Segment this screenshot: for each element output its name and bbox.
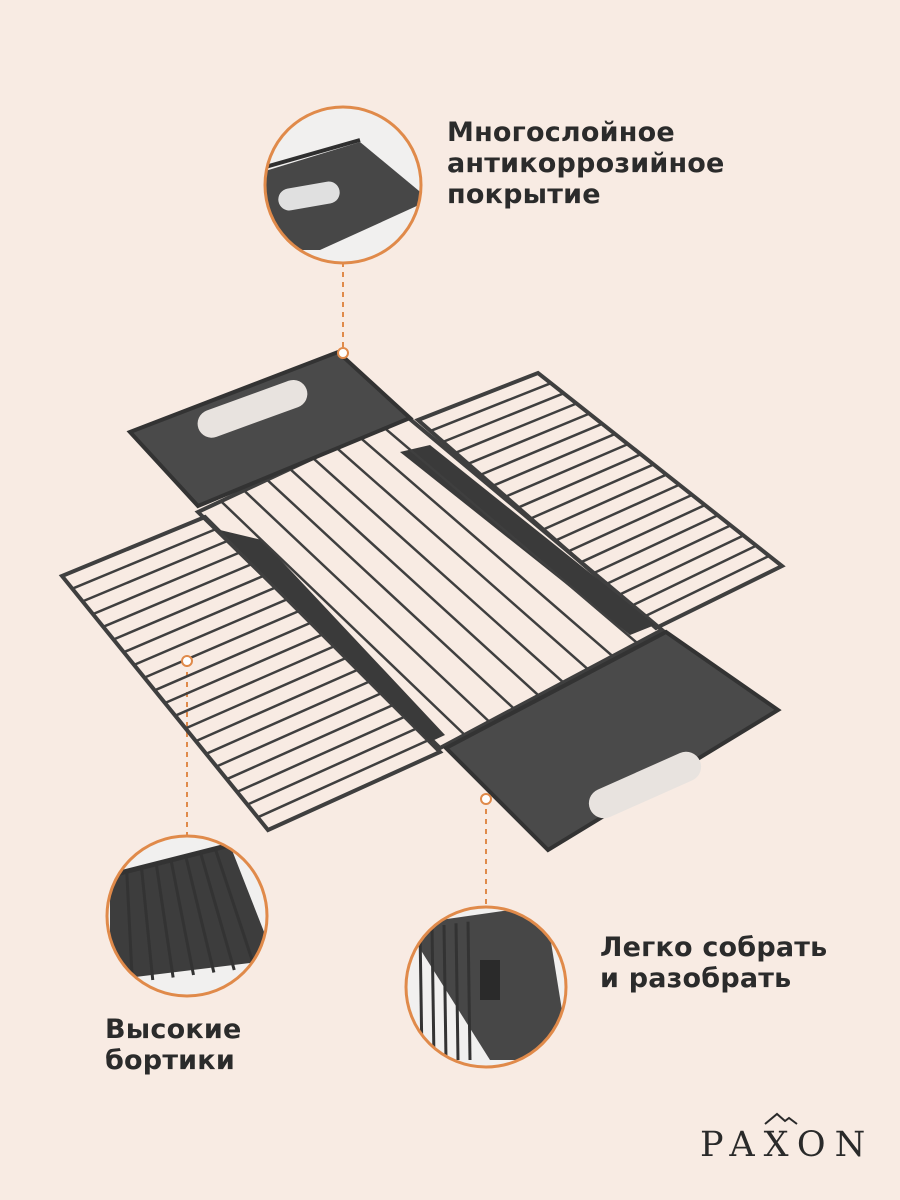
grid-bar — [418, 928, 424, 1061]
grid-bar — [454, 923, 460, 1061]
grid-bar — [442, 924, 448, 1061]
grid-bar — [164, 633, 323, 705]
grid-bar — [617, 534, 745, 597]
anchor-dots — [181, 347, 492, 805]
grid-bar — [266, 478, 515, 710]
grid-bar — [605, 524, 732, 586]
grid-bar — [154, 621, 312, 692]
grid-bar — [630, 544, 757, 608]
grid-bar — [205, 680, 371, 755]
brand-logo: PAXON — [700, 1125, 875, 1165]
grid-bar — [140, 867, 155, 981]
grid-bar — [430, 381, 552, 433]
grid-bar — [555, 483, 680, 542]
grid-bar — [466, 921, 472, 1061]
grid-bar — [480, 422, 603, 476]
grid-bar — [92, 551, 241, 616]
left-rack — [58, 514, 444, 833]
grid-bar — [642, 554, 770, 619]
grid-bar — [226, 703, 394, 781]
grid-bar — [184, 855, 216, 973]
grid-bar — [154, 863, 175, 978]
grid-bar — [381, 424, 639, 645]
grid-bar — [102, 562, 253, 628]
grid-bar — [123, 586, 276, 654]
grid-bar — [335, 446, 589, 671]
grid-bar — [246, 727, 418, 806]
grid-bar — [312, 457, 565, 684]
grid-bar — [133, 598, 288, 667]
grid-bar — [567, 493, 693, 553]
bottom-tray — [442, 629, 782, 853]
grid-bar — [467, 412, 590, 465]
grid-bar — [125, 871, 134, 983]
top-tray — [126, 349, 414, 509]
grid-bar — [169, 859, 195, 976]
grid-bar — [213, 848, 257, 968]
grid-bar — [82, 539, 229, 603]
grid-bar — [174, 645, 335, 717]
grid-bar — [530, 463, 655, 520]
grid-bar — [143, 609, 300, 679]
callout-high-sides: Высокие бортики — [105, 1014, 242, 1076]
grid-bar — [442, 392, 565, 444]
grid-bar — [492, 432, 616, 487]
detail-assembly — [404, 905, 568, 1069]
grid-bar — [580, 503, 706, 564]
connector-lines — [186, 262, 487, 907]
grid-bar — [517, 453, 642, 509]
grid-bar — [243, 489, 491, 723]
grid-bar — [236, 715, 406, 794]
grid-bar — [505, 442, 629, 498]
grid-bar — [430, 926, 436, 1061]
right-rack — [414, 370, 786, 631]
grid-bar — [113, 574, 265, 641]
grid-bar — [592, 514, 719, 575]
detail-coating — [263, 105, 423, 265]
grid-bar — [257, 739, 429, 819]
grid-bar — [185, 656, 347, 730]
brand-mountain-icon — [764, 1112, 798, 1125]
grid-bar — [289, 467, 540, 697]
grid-bar — [455, 402, 577, 454]
grid-bar — [199, 852, 236, 971]
grid-bar — [358, 435, 614, 658]
detail-high-sides — [105, 834, 269, 998]
callout-assembly: Легко собрать и разобрать — [600, 932, 828, 994]
grid-bar — [220, 500, 466, 736]
grid-bar — [542, 473, 667, 531]
grid-bar — [71, 527, 218, 590]
grid-bar — [195, 668, 359, 743]
grid-bar — [215, 692, 382, 768]
callout-coating: Многослойное антикоррозийное покрытие — [447, 117, 725, 210]
